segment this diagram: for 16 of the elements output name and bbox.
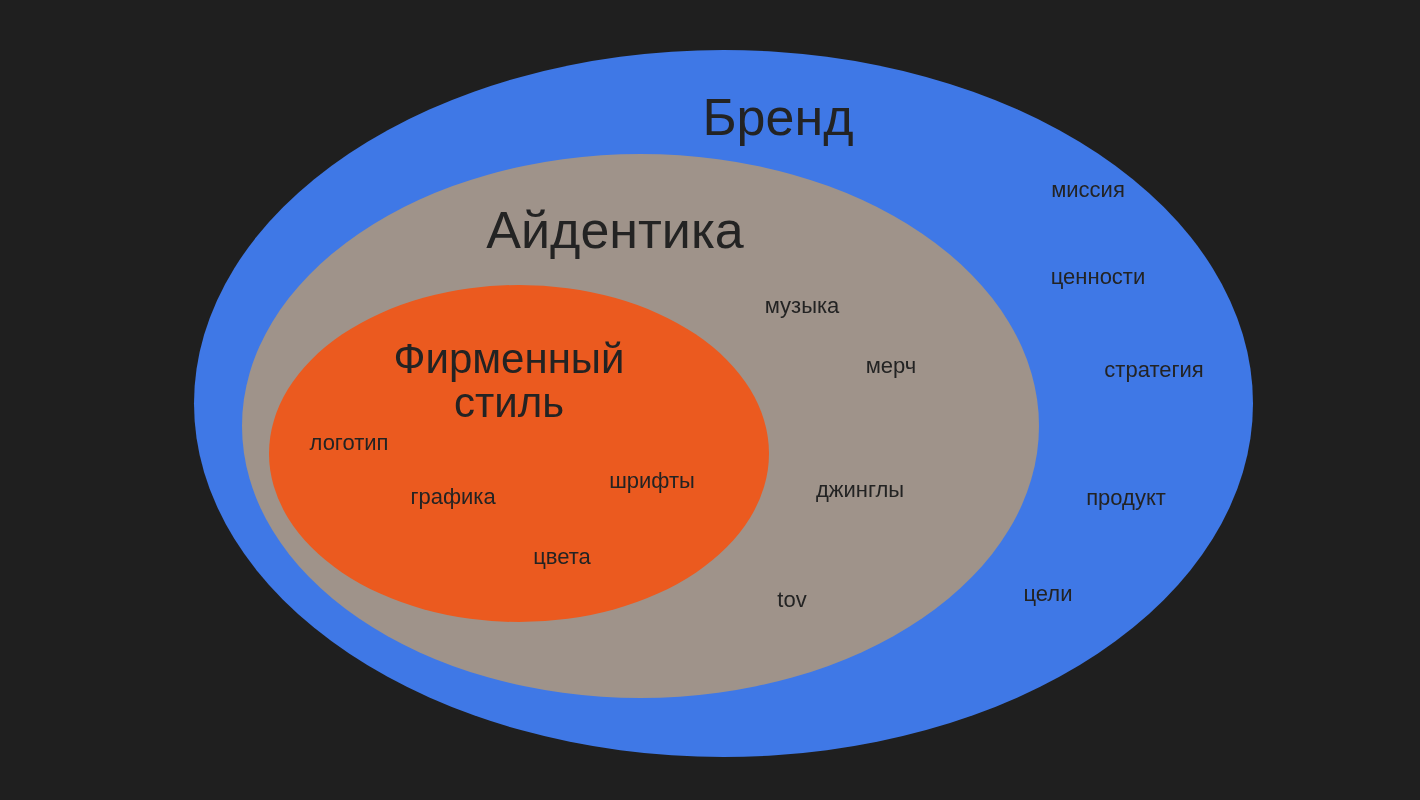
region-title: Бренд bbox=[702, 89, 854, 145]
item-label: tov bbox=[777, 588, 807, 612]
item-label: цвета bbox=[533, 545, 591, 569]
item-label: логотип bbox=[309, 431, 389, 455]
item-label: цели bbox=[1023, 582, 1073, 606]
item-label: продукт bbox=[1086, 486, 1166, 510]
item-label: мерч bbox=[865, 354, 917, 378]
item-label: ценности bbox=[1050, 265, 1146, 289]
item-label: стратегия bbox=[1104, 358, 1204, 382]
region-title: Айдентика bbox=[486, 202, 744, 258]
item-label: шрифты bbox=[609, 469, 695, 493]
region-title: Фирменный стиль bbox=[392, 336, 626, 426]
item-label: миссия bbox=[1051, 178, 1125, 202]
item-label: графика bbox=[410, 485, 496, 509]
item-label: музыка bbox=[764, 294, 840, 318]
item-label: джинглы bbox=[815, 478, 905, 502]
